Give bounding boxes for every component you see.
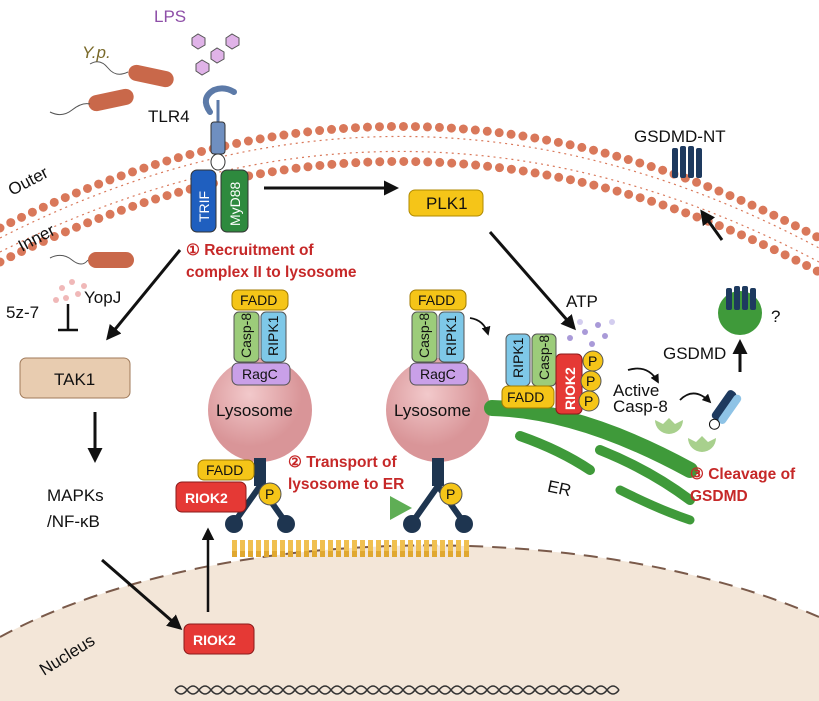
myd88-label: MyD88 — [227, 181, 243, 226]
tlr4-label: TLR4 — [148, 107, 190, 126]
gsdmd-nt-label: GSDMD-NT — [634, 127, 726, 146]
er-complex: RIPK1 Casp-8 FADD RIOK2 P P P — [501, 333, 604, 415]
arrow-plk1-to-atp — [488, 231, 576, 331]
arrow-to-nuclear-riok2 — [101, 558, 183, 630]
casp8-label-2: Casp-8 — [416, 313, 432, 358]
nuclear-riok2-label: RIOK2 — [193, 632, 236, 648]
p-label-3: P — [588, 353, 597, 369]
yopj-dots-icon — [53, 279, 87, 303]
inner-label: Inner — [15, 220, 58, 255]
ragc-label: RagC — [242, 366, 278, 382]
active-label: Active — [613, 381, 659, 400]
yopj-label: YopJ — [84, 288, 121, 307]
active-casp8-label: Casp-8 — [613, 397, 668, 416]
tak1-box — [19, 357, 131, 399]
trif-label: TRIF — [196, 191, 212, 222]
p-label-5: P — [584, 393, 593, 409]
lysosome-label-2: Lysosome — [394, 401, 471, 420]
arrows — [87, 180, 748, 630]
fadd-label-2: FADD — [206, 462, 243, 478]
casp8-label: Casp-8 — [238, 313, 254, 358]
dna-icon — [174, 685, 620, 695]
fadd-label-4: FADD — [507, 389, 544, 405]
riok2-label: RIOK2 — [185, 490, 228, 506]
plk1-box — [408, 189, 484, 217]
lps-label: LPS — [154, 7, 186, 26]
5z7-label: 5z-7 — [6, 303, 39, 322]
p-label: P — [265, 486, 274, 502]
p-label-4: P — [586, 373, 595, 389]
step1-label: ① Recruitment of — [186, 242, 314, 259]
lysosome-2: FADD Casp-8 RIPK1 RagC Lysosome P — [386, 289, 490, 533]
gsdmd-pore-vesicle-icon — [718, 286, 762, 335]
nuclear-riok2-box — [183, 623, 255, 655]
mapks-label: MAPKs — [47, 486, 104, 505]
gsdmd-icon — [708, 390, 742, 430]
step2-label-2: lysosome to ER — [288, 476, 404, 493]
ripk1-label-3: RIPK1 — [510, 337, 526, 378]
curved-arrows — [469, 317, 712, 404]
inhibition-icon — [58, 304, 78, 332]
arrow-to-tak1 — [106, 249, 182, 341]
fadd-label: FADD — [240, 292, 277, 308]
yp-label: Y.p. — [82, 43, 111, 62]
nfkb-label: /NF-κB — [47, 512, 100, 531]
transport-arrowhead — [390, 496, 412, 520]
active-casp8-icon — [655, 418, 716, 452]
riok2-label-2: RIOK2 — [562, 367, 578, 410]
casp8-label-3: Casp-8 — [536, 335, 552, 380]
lysosome-1: FADD Casp-8 RIPK1 RagC Lysosome FADD RIO… — [175, 289, 312, 533]
plk1-label: PLK1 — [426, 194, 468, 213]
er-label: ER — [546, 477, 573, 500]
gsdmd-nt-pore-icon — [672, 146, 702, 178]
question-label: ? — [771, 307, 780, 326]
ripk1-label: RIPK1 — [265, 315, 281, 356]
trif-box — [190, 169, 217, 233]
lps-hexagon-icon — [191, 33, 240, 76]
gsdmd-label: GSDMD — [663, 344, 726, 363]
arrow-to-membrane — [700, 209, 724, 241]
step3-label: ③ Cleavage of — [690, 466, 796, 483]
nucleus: Nucleus — [0, 544, 819, 701]
step1-label-2: complex II to lysosome — [186, 264, 357, 281]
tlr4-receptor-icon — [202, 85, 237, 171]
ripk1-label-2: RIPK1 — [443, 315, 459, 356]
er-shape — [484, 400, 698, 525]
tak1-label: TAK1 — [54, 370, 95, 389]
outer-label: Outer — [5, 163, 52, 200]
atp-dots-icon — [567, 319, 615, 347]
ragc-label-2: RagC — [420, 366, 456, 382]
p-label-2: P — [446, 486, 455, 502]
step2-label: ② Transport of — [288, 454, 397, 471]
myd88-box — [220, 169, 249, 233]
bacteria-icon — [49, 61, 174, 268]
atp-label: ATP — [566, 292, 598, 311]
fadd-label-3: FADD — [418, 292, 455, 308]
step3-label-2: GSDMD — [690, 488, 748, 505]
lysosome-label: Lysosome — [216, 401, 293, 420]
